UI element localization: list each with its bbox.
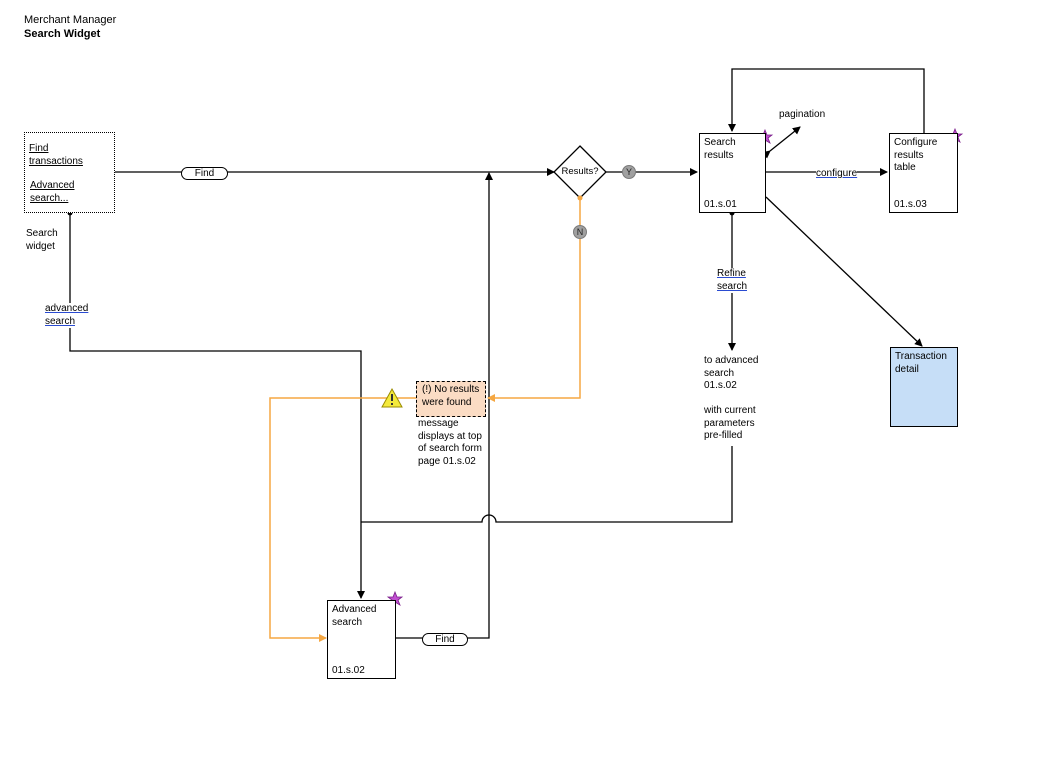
edge-no bbox=[487, 198, 581, 402]
search-results-code: 01.s.01 bbox=[704, 198, 737, 210]
no-results-note: message displays at top of search form p… bbox=[418, 418, 482, 467]
decision-label: Results? bbox=[561, 166, 599, 177]
diagram-title: Merchant Manager Search Widget bbox=[24, 13, 116, 41]
no-results-title: (!) No results were found bbox=[422, 384, 480, 408]
no-badge: N bbox=[573, 225, 587, 239]
warning-icon bbox=[381, 387, 403, 408]
find-edge-label[interactable]: Find bbox=[422, 633, 468, 646]
transaction-detail-screen[interactable]: Transaction detail bbox=[890, 347, 958, 427]
edge-pagination bbox=[762, 126, 801, 159]
find-edge-label[interactable]: Find bbox=[181, 167, 228, 180]
no-results-message: (!) No results were found bbox=[416, 381, 486, 417]
advanced-search-code: 01.s.02 bbox=[332, 664, 365, 676]
search-widget: Find transactions Advanced search... bbox=[24, 132, 115, 213]
refine-params-note: with current parameters pre-filled bbox=[704, 405, 762, 443]
search-results-title: Search results bbox=[704, 137, 736, 161]
find-transactions-link[interactable]: Find transactions bbox=[29, 143, 83, 167]
edge-advanced-search bbox=[69, 213, 365, 599]
edge-message bbox=[269, 397, 416, 642]
edge-config-return bbox=[728, 68, 925, 133]
refine-search-edge-label[interactable]: Refine search bbox=[717, 268, 751, 293]
search-widget-caption: Search widget bbox=[26, 228, 58, 252]
transaction-detail-title: Transaction detail bbox=[895, 351, 947, 375]
advanced-search-title: Advanced search bbox=[332, 604, 377, 628]
configure-results-screen[interactable]: Configure results table 01.s.03 bbox=[889, 133, 958, 213]
configure-edge-label[interactable]: configure bbox=[816, 168, 858, 181]
search-results-screen[interactable]: Search results 01.s.01 bbox=[699, 133, 766, 213]
yes-badge: Y bbox=[622, 165, 636, 179]
page-name: Search Widget bbox=[24, 28, 101, 40]
refine-target-note: to advanced search 01.s.02 bbox=[704, 355, 759, 391]
advanced-search-screen[interactable]: Advanced search 01.s.02 bbox=[327, 600, 396, 679]
advanced-search-link[interactable]: Advanced search... bbox=[30, 180, 75, 204]
app-name: Merchant Manager bbox=[24, 14, 117, 26]
edge-refine-return bbox=[361, 446, 733, 523]
pagination-edge-label: pagination bbox=[779, 109, 826, 120]
configure-results-code: 01.s.03 bbox=[894, 198, 927, 210]
edge-detail bbox=[765, 196, 923, 347]
configure-results-title: Configure results table bbox=[894, 137, 938, 173]
advanced-search-edge-label[interactable]: advanced search bbox=[45, 303, 95, 328]
